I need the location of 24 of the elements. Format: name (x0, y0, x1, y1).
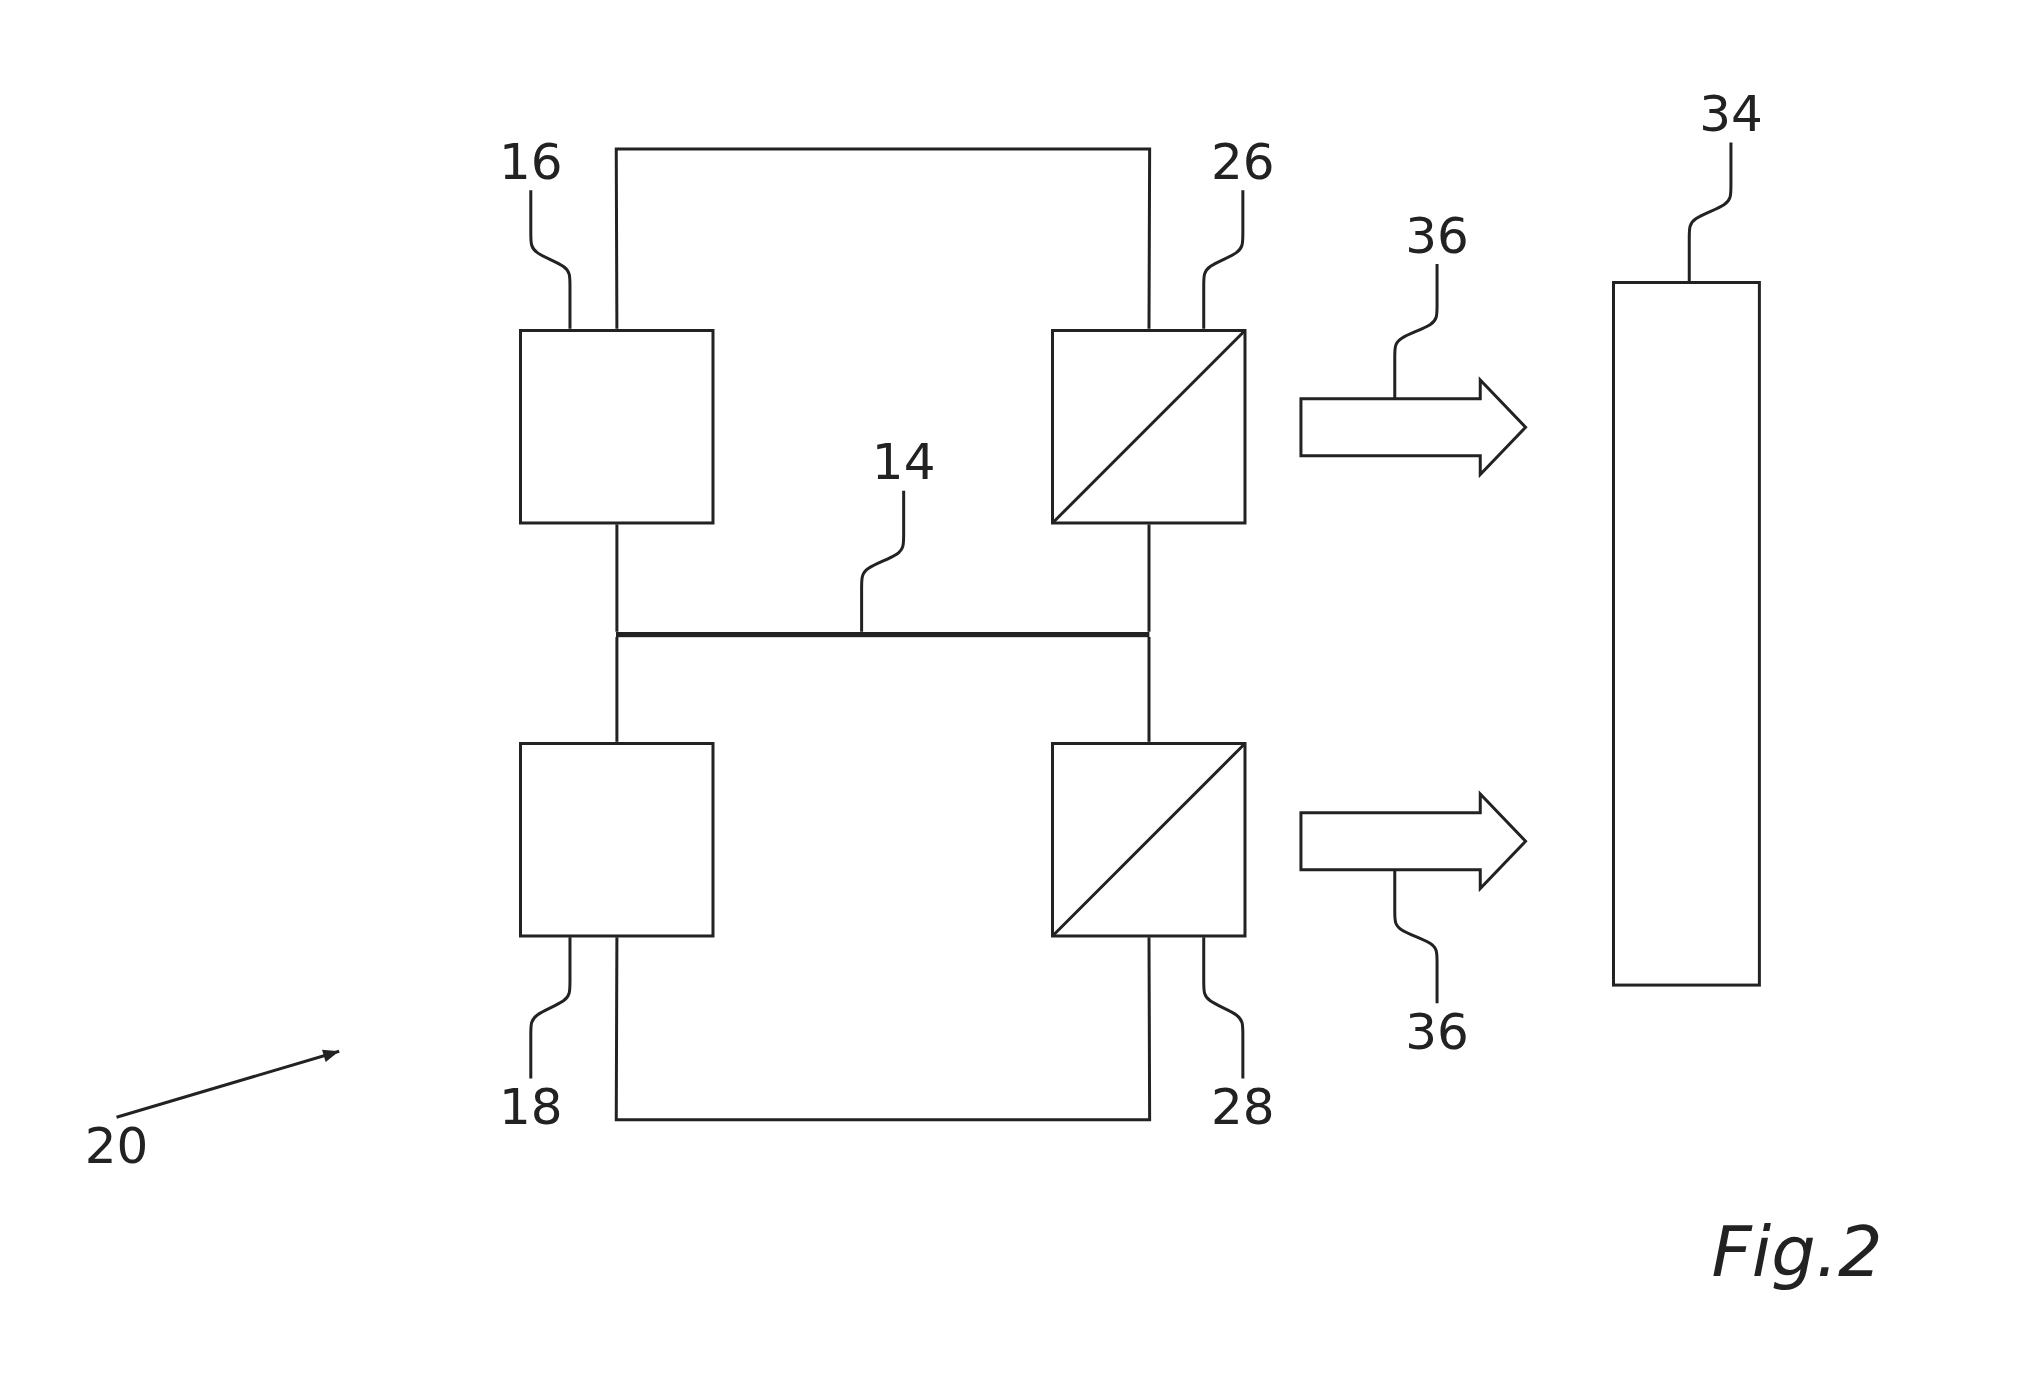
connection-line (1147, 524, 1151, 632)
callout-number: 36 (1391, 207, 1483, 265)
callout-number: 20 (71, 1117, 162, 1175)
leader-line (529, 937, 572, 1079)
leader-line (1687, 142, 1733, 281)
leader-line (1202, 190, 1245, 329)
connection-line (615, 636, 619, 742)
callout-number: 26 (1197, 133, 1289, 191)
callout-number: 14 (858, 433, 949, 491)
connection-line (614, 147, 1152, 329)
leader-line (860, 490, 906, 632)
leader-line (529, 190, 572, 329)
connection-line (615, 524, 619, 632)
callout-number: 36 (1391, 1003, 1483, 1061)
connection-line (1147, 636, 1151, 742)
connection-line (614, 937, 1152, 1122)
callout-number: 16 (485, 133, 577, 191)
leader-line (1393, 264, 1439, 399)
callout-number: 28 (1197, 1078, 1289, 1136)
callout-number: 18 (485, 1078, 577, 1136)
callout-number: 34 (1685, 85, 1777, 143)
leader-line (1202, 937, 1245, 1079)
leader-line (1393, 870, 1439, 1004)
leader-arrow (116, 1049, 340, 1119)
